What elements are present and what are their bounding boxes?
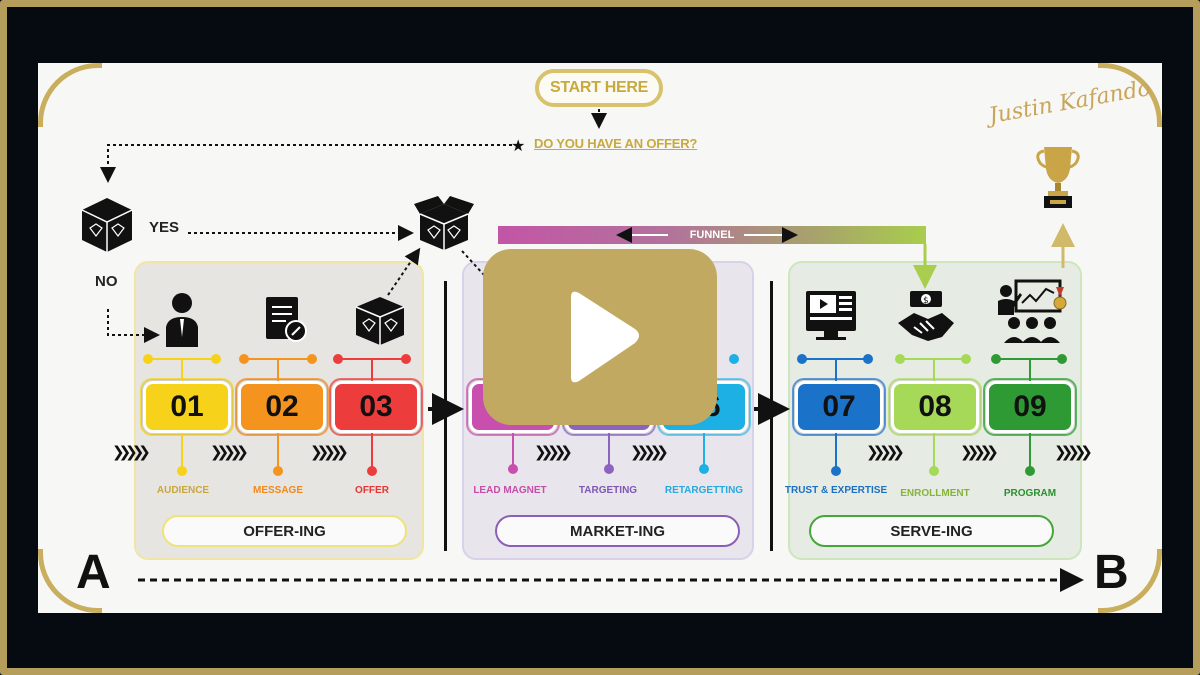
step-outline (140, 378, 234, 436)
video-play-button[interactable] (483, 249, 717, 425)
step-outline (792, 378, 886, 436)
step-box-01: 01 (143, 381, 231, 433)
chevrons-icon: ❯❯❯❯❯ (310, 443, 349, 461)
chevrons-icon: ❯❯❯❯❯ (866, 443, 905, 461)
trophy-icon (1036, 147, 1080, 208)
step-caption-09: PROGRAM (1003, 488, 1057, 499)
step-caption-04: LEAD MAGNET (473, 485, 547, 496)
document-pen-icon (266, 297, 307, 342)
step-caption-01: AUDIENCE (156, 485, 210, 496)
connector-overlay: ★ (81, 109, 1084, 592)
offer-question: DO YOU HAVE AN OFFER? (534, 136, 698, 151)
step-caption-07: TRUST & EXPERTISE (784, 485, 888, 496)
svg-text:$: $ (923, 296, 929, 306)
funnel-label: FUNNEL (689, 229, 735, 241)
step-box-07: 07 (795, 381, 883, 433)
section-label-serving: SERVE-ING (809, 515, 1054, 547)
businessman-icon (166, 293, 198, 347)
step-caption-06: RETARGETTING (664, 485, 744, 496)
section-label-marketing: MARKET-ING (495, 515, 740, 547)
chevrons-icon: ❯❯❯❯❯ (112, 443, 151, 461)
chevrons-icon: ❯❯❯❯❯ (1054, 443, 1093, 461)
step-box-09: 09 (986, 381, 1074, 433)
step-caption-05: TARGETING (578, 485, 638, 496)
diamond-box-icon (355, 297, 405, 345)
step-box-03: 03 (332, 381, 420, 433)
start-letter: A (76, 546, 111, 599)
step-caption-03: OFFER (355, 485, 389, 496)
chevrons-icon: ❯❯❯❯❯ (534, 443, 573, 461)
medal-icon (1053, 287, 1067, 310)
step-box-02: 02 (238, 381, 326, 433)
handshake-icon: $ (898, 291, 954, 341)
open-box-icon (414, 196, 474, 250)
step-caption-02: MESSAGE (252, 485, 303, 496)
no-label: NO (95, 273, 118, 290)
end-letter: B (1094, 546, 1129, 599)
chevrons-icon: ❯❯❯❯❯ (210, 443, 249, 461)
chevrons-icon: ❯❯❯❯❯ (960, 443, 999, 461)
section-label-offering: OFFER-ING (162, 515, 407, 547)
step-outline (235, 378, 329, 436)
step-outline (329, 378, 423, 436)
yes-label: YES (149, 219, 180, 236)
diamond-box-icon (81, 198, 133, 252)
play-icon (571, 291, 639, 383)
presentation-icon (998, 279, 1062, 343)
chevrons-icon: ❯❯❯❯❯ (630, 443, 669, 461)
step-caption-08: ENROLLMENT (900, 488, 970, 499)
start-here-badge: START HERE (535, 69, 663, 107)
funnel-bar: FUNNEL (498, 226, 926, 244)
step-box-08: 08 (891, 381, 979, 433)
svg-text:★: ★ (511, 136, 525, 155)
step-connectors (143, 354, 1067, 476)
video-screen-icon (806, 291, 856, 340)
